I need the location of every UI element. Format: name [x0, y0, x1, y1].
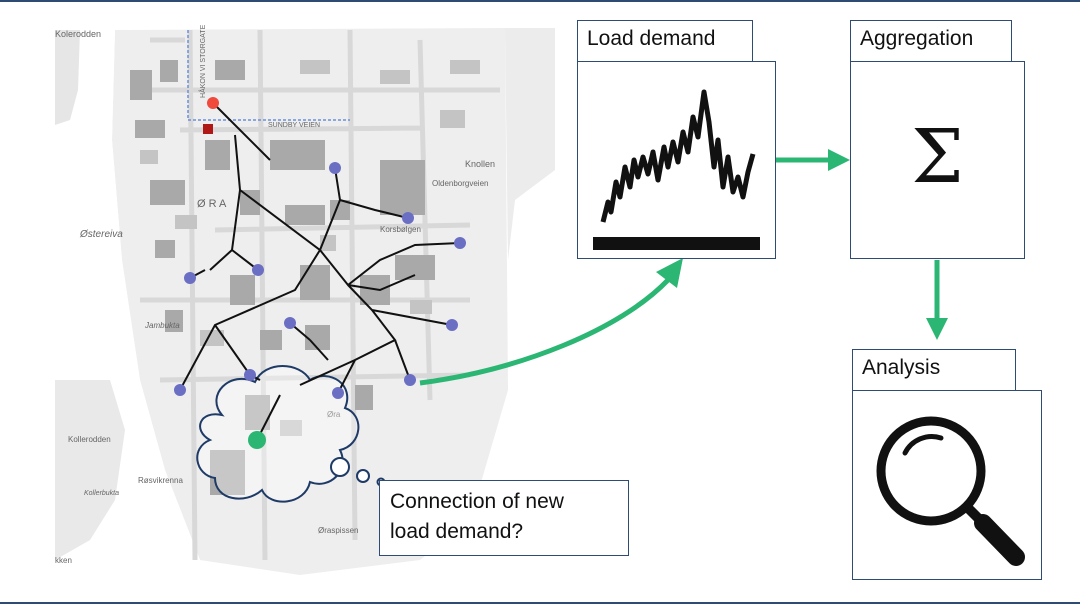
- source-node: [207, 97, 219, 109]
- network-lines: [179, 102, 461, 441]
- map-label-korsbolgen: Korsbølgen: [380, 225, 421, 234]
- map-label-ostereiva: Østereiva: [79, 229, 123, 240]
- map-labels: Kolerodden Østereiva Ø R A SUNDBY VEIEN …: [55, 24, 495, 565]
- map-label-oraspissen: Øraspissen: [318, 526, 358, 535]
- network-nodes: [174, 97, 466, 449]
- map-to-load-arrowhead: [656, 258, 683, 288]
- map-label-kken: kken: [55, 556, 72, 565]
- aggregation-to-analysis-arrowhead: [926, 318, 948, 340]
- load-node: [244, 369, 256, 381]
- load-node: [454, 237, 466, 249]
- load-demand-box: [577, 61, 776, 259]
- load-curve: [600, 89, 756, 223]
- load-node: [402, 212, 414, 224]
- new-load-node: [248, 431, 266, 449]
- map-label-oldenborg: Oldenborgveien: [432, 179, 488, 188]
- load-node: [332, 387, 344, 399]
- load-node: [284, 317, 296, 329]
- substation-marker: [203, 124, 213, 134]
- load-node: [404, 374, 416, 386]
- bottom-frame-line: [0, 602, 1080, 604]
- map-label-kollerodden: Kollerodden: [68, 435, 111, 444]
- sigma-symbol: Σ: [911, 114, 964, 200]
- magnifier-icon: [876, 416, 1025, 566]
- flow-arrows: [419, 149, 948, 386]
- callout-line-2: load demand?: [390, 520, 524, 543]
- load-node: [446, 319, 458, 331]
- load-profile-chart: [593, 89, 760, 250]
- new-load-callout: Connection of new load demand?: [379, 480, 629, 556]
- map-label-rosvikrenna: Røsvikrenna: [138, 476, 183, 485]
- load-baseline: [593, 237, 760, 250]
- map-label-ora-south: Øra: [327, 410, 341, 419]
- analysis-box: [852, 390, 1042, 580]
- load-demand-title: Load demand: [577, 20, 753, 62]
- map-label-jambukta: Jambukta: [144, 321, 180, 330]
- load-node: [184, 272, 196, 284]
- callout-line-1: Connection of new: [390, 490, 564, 513]
- load-node: [252, 264, 264, 276]
- map-label-knollen: Knollen: [465, 159, 495, 169]
- load-node: [174, 384, 186, 396]
- map-label-sundby: SUNDBY VEIEN: [268, 122, 320, 129]
- map-to-load-arrow: [419, 278, 670, 386]
- map-label-top-left: Kolerodden: [55, 29, 101, 39]
- aggregation-title: Aggregation: [850, 20, 1012, 62]
- map-background: [55, 28, 555, 575]
- analysis-title: Analysis: [852, 349, 1016, 391]
- map-label-vertical-street: HÅKON VI STORGATE: [198, 24, 207, 98]
- map-label-ora: Ø R A: [197, 198, 227, 210]
- load-to-aggregation-arrowhead: [828, 149, 850, 171]
- aggregation-box: Σ: [850, 61, 1025, 259]
- top-frame-line: [0, 0, 1080, 2]
- map-label-kollerbukta: Kollerbukta: [84, 490, 119, 497]
- load-node: [329, 162, 341, 174]
